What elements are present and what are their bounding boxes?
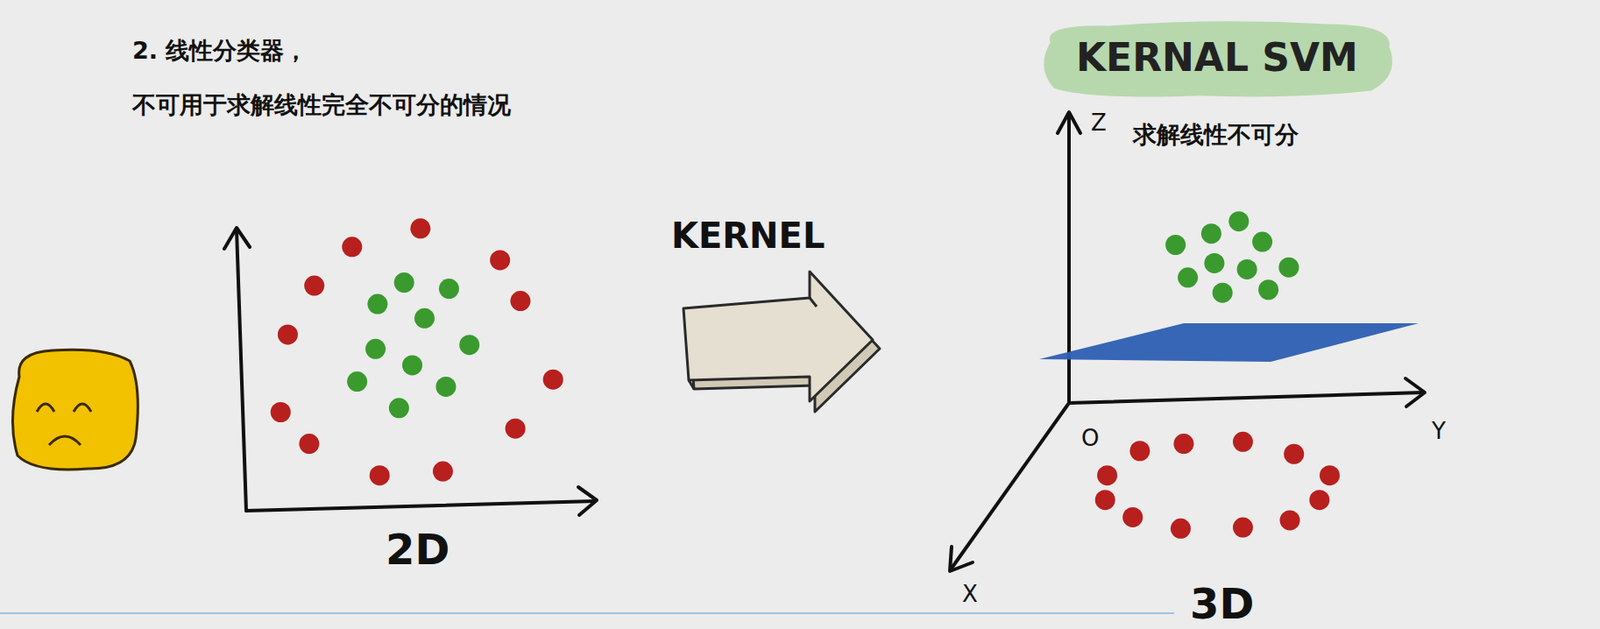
panel-label: 2D [385, 525, 450, 574]
data-point [1201, 223, 1222, 244]
data-point [304, 276, 325, 297]
data-point [459, 334, 480, 355]
data-point [1319, 465, 1340, 486]
sad-face [12, 349, 138, 470]
data-point [1283, 444, 1304, 465]
data-point [365, 339, 386, 360]
kernel-arrow [683, 271, 880, 412]
data-point [1129, 440, 1150, 461]
data-point [543, 369, 564, 390]
data-point [1232, 431, 1254, 453]
data-point [389, 397, 410, 418]
data-point [489, 249, 510, 270]
slide-heading: 不可用于求解线性完全不可分的情况 [132, 91, 511, 119]
data-point [1203, 253, 1225, 274]
data-point [1258, 279, 1279, 300]
axis-label: X [962, 581, 978, 609]
data-point [1212, 283, 1233, 304]
axis-label: Z [1090, 110, 1107, 137]
data-point [1095, 489, 1116, 510]
data-point [1177, 267, 1198, 288]
axis-label: Y [1431, 418, 1446, 446]
data-point [414, 308, 435, 329]
separating-plane [1039, 323, 1419, 362]
data-point [1237, 259, 1258, 280]
data-point [509, 290, 531, 312]
data-point [1228, 211, 1249, 232]
divider-line [0, 612, 1175, 615]
axes-3d [949, 112, 1425, 572]
data-point [1309, 489, 1330, 510]
data-point [369, 465, 390, 486]
annotation: 求解线性不可分 [1132, 120, 1299, 149]
data-point [410, 218, 431, 239]
highlight-blob [1043, 21, 1393, 97]
axes-2d [224, 227, 597, 516]
data-point [1122, 507, 1143, 528]
arrow-label: KERNEL [671, 215, 825, 256]
data-point [505, 418, 526, 439]
data-point [341, 236, 362, 257]
data-point [1280, 509, 1301, 531]
data-point [298, 433, 319, 454]
data-point [435, 376, 456, 397]
data-point [402, 354, 423, 376]
data-point [438, 278, 460, 299]
data-point [1170, 518, 1191, 539]
data-point [367, 294, 388, 315]
data-point [1173, 433, 1194, 454]
data-point [277, 324, 298, 345]
title-text: KERNAL SVM [1076, 36, 1359, 79]
data-point [1165, 234, 1186, 255]
slide-heading: 2. 线性分类器， [132, 36, 308, 64]
panel-label: 3D [1189, 580, 1254, 629]
data-point [394, 272, 415, 293]
data-point [1097, 465, 1118, 486]
title-highlight: KERNAL SVM [1035, 17, 1401, 101]
data-point [346, 371, 368, 392]
data-point [432, 461, 454, 482]
data-point [1278, 257, 1299, 278]
data-point [1232, 517, 1254, 539]
data-point [1252, 232, 1273, 253]
data-point [270, 402, 291, 423]
axis-label: O [1081, 425, 1099, 453]
